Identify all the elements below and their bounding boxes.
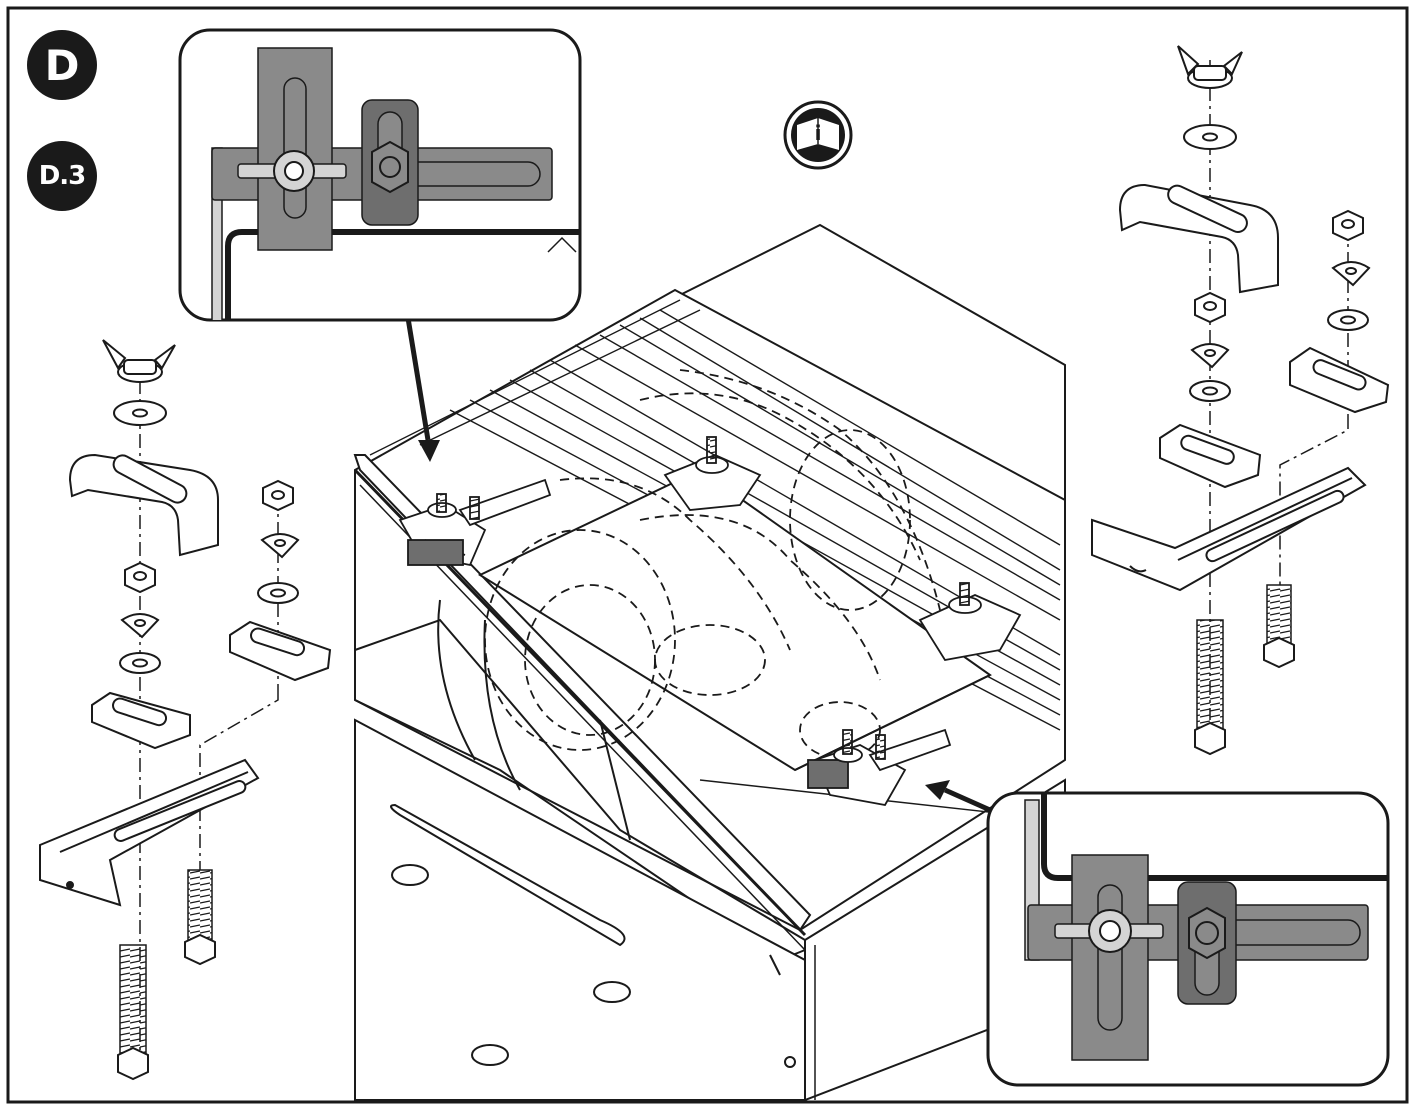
detail-callout-top	[178, 28, 582, 322]
carriage-bolt-icon	[117, 944, 149, 1081]
flat-washer-icon	[257, 582, 299, 604]
slotted-bracket-icon	[229, 620, 332, 682]
clamp-front-left	[398, 478, 552, 567]
t-rail-bracket-icon	[39, 758, 260, 907]
exploded-hardware-right	[1091, 45, 1390, 756]
callout-arrow-bottom	[943, 787, 992, 813]
manual-info-icon: i	[783, 100, 853, 170]
carriage-bolt-icon	[184, 869, 216, 966]
slotted-bracket-icon	[91, 691, 191, 750]
lock-washer-icon	[1190, 343, 1230, 369]
table-clamps	[398, 436, 1022, 806]
exploded-hardware-left	[39, 339, 332, 1081]
t-rail-bracket-icon	[1091, 466, 1367, 592]
wing-nut-icon	[102, 339, 176, 383]
hex-nut-icon	[1194, 291, 1226, 324]
hidden-blade-outline	[484, 369, 941, 759]
flat-washer-icon	[1183, 124, 1237, 150]
flat-washer-icon	[113, 400, 167, 426]
detail-callout-bottom	[986, 791, 1390, 1087]
clamp-back-right	[918, 582, 1022, 661]
step-badge: D	[27, 30, 97, 100]
bridge-clamp-icon	[68, 453, 219, 557]
flat-washer-icon	[119, 652, 161, 674]
callout-arrow-top	[405, 317, 431, 441]
flat-washer-icon	[1327, 309, 1369, 331]
substep-badge: D.3	[27, 141, 97, 211]
flat-washer-icon	[1189, 380, 1231, 402]
slotted-bracket-icon	[1289, 346, 1390, 414]
slotted-bracket-icon	[1159, 423, 1262, 489]
bridge-clamp-icon	[1118, 183, 1279, 294]
hex-nut-icon	[262, 479, 294, 512]
lock-washer-icon	[1331, 261, 1371, 287]
hex-nut-icon	[1332, 209, 1364, 242]
carriage-bolt-icon	[1263, 584, 1295, 669]
wing-nut-icon	[1177, 45, 1243, 89]
clamp-front-right	[807, 728, 952, 806]
page-border	[6, 6, 1409, 1104]
lock-washer-icon	[120, 613, 160, 639]
table-saw-illustration	[353, 223, 1066, 1102]
manual-info-glyph: i	[815, 121, 822, 145]
clamp-back-middle	[663, 436, 762, 511]
hex-nut-icon	[124, 561, 156, 594]
carriage-bolt-icon	[1194, 619, 1226, 756]
lock-washer-icon	[260, 533, 300, 559]
